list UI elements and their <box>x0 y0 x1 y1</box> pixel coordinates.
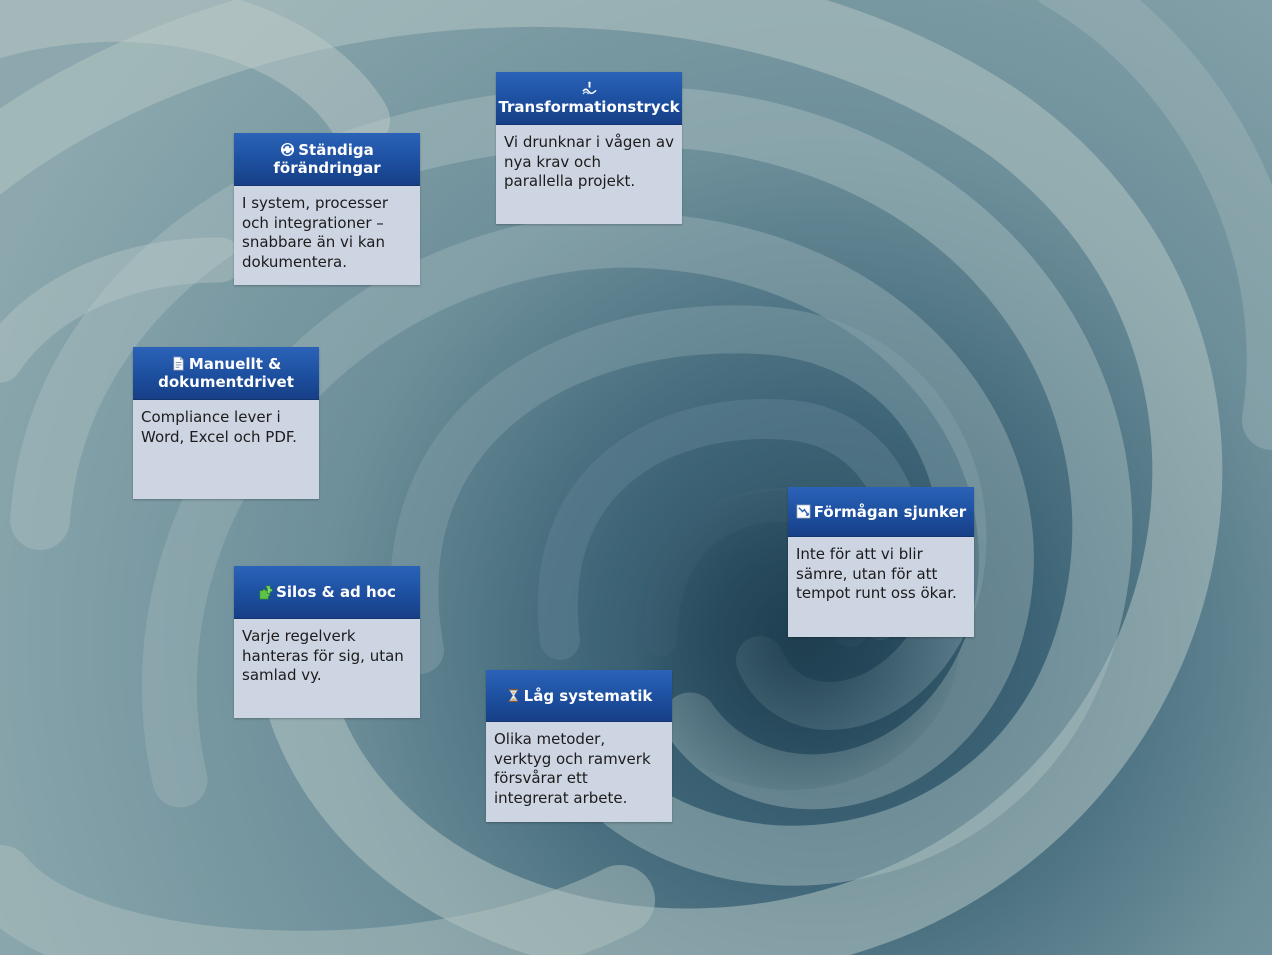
card-manuellt-dokumentdrivet: Manuellt & dokumentdrivet Compliance lev… <box>133 347 319 499</box>
card-title: Låg systematik <box>523 686 653 705</box>
card-title-line1: Manuellt & <box>188 355 282 373</box>
card-body: Olika metoder, verktyg och ramverk försv… <box>494 730 651 807</box>
hourglass-icon <box>508 688 518 703</box>
refresh-icon <box>281 142 295 157</box>
card-title: Förmågan sjunker <box>813 502 967 521</box>
document-icon <box>173 356 184 371</box>
card-body: Compliance lever i Word, Excel och PDF. <box>141 408 297 446</box>
card-body: Vi drunknar i vågen av nya krav och para… <box>504 133 674 190</box>
wave-hand-icon <box>581 81 597 95</box>
card-header: Ständiga förändringar <box>234 133 420 186</box>
card-lag-systematik: Låg systematik Olika metoder, verktyg oc… <box>486 670 672 822</box>
card-silos-ad-hoc: Silos & ad hoc Varje regelverk hanteras … <box>234 566 420 718</box>
card-title: Silos & ad hoc <box>276 583 396 601</box>
card-body: Varje regelverk hanteras för sig, utan s… <box>242 627 404 684</box>
chart-down-icon <box>796 504 811 519</box>
card-header: Silos & ad hoc <box>234 566 420 619</box>
card-header: Transformationstryck <box>496 72 682 125</box>
card-header: Låg systematik <box>486 670 672 722</box>
card-title: Transformationstryck <box>498 97 680 116</box>
card-body: I system, processer och integrationer – … <box>242 194 388 271</box>
puzzle-icon <box>259 585 273 599</box>
card-header: Förmågan sjunker <box>788 487 974 537</box>
card-header: Manuellt & dokumentdrivet <box>133 347 319 400</box>
card-transformationstryck: Transformationstryck Vi drunknar i vågen… <box>496 72 682 224</box>
card-body: Inte för att vi blir sämre, utan för att… <box>796 545 957 602</box>
card-title-line2: förändringar <box>273 159 381 177</box>
card-title-line2: dokumentdrivet <box>158 373 294 391</box>
card-standiga-forandringar: Ständiga förändringar I system, processe… <box>234 133 420 285</box>
card-formagan-sjunker: Förmågan sjunker Inte för att vi blir sä… <box>788 487 974 637</box>
card-title-line1: Ständiga <box>298 141 374 159</box>
